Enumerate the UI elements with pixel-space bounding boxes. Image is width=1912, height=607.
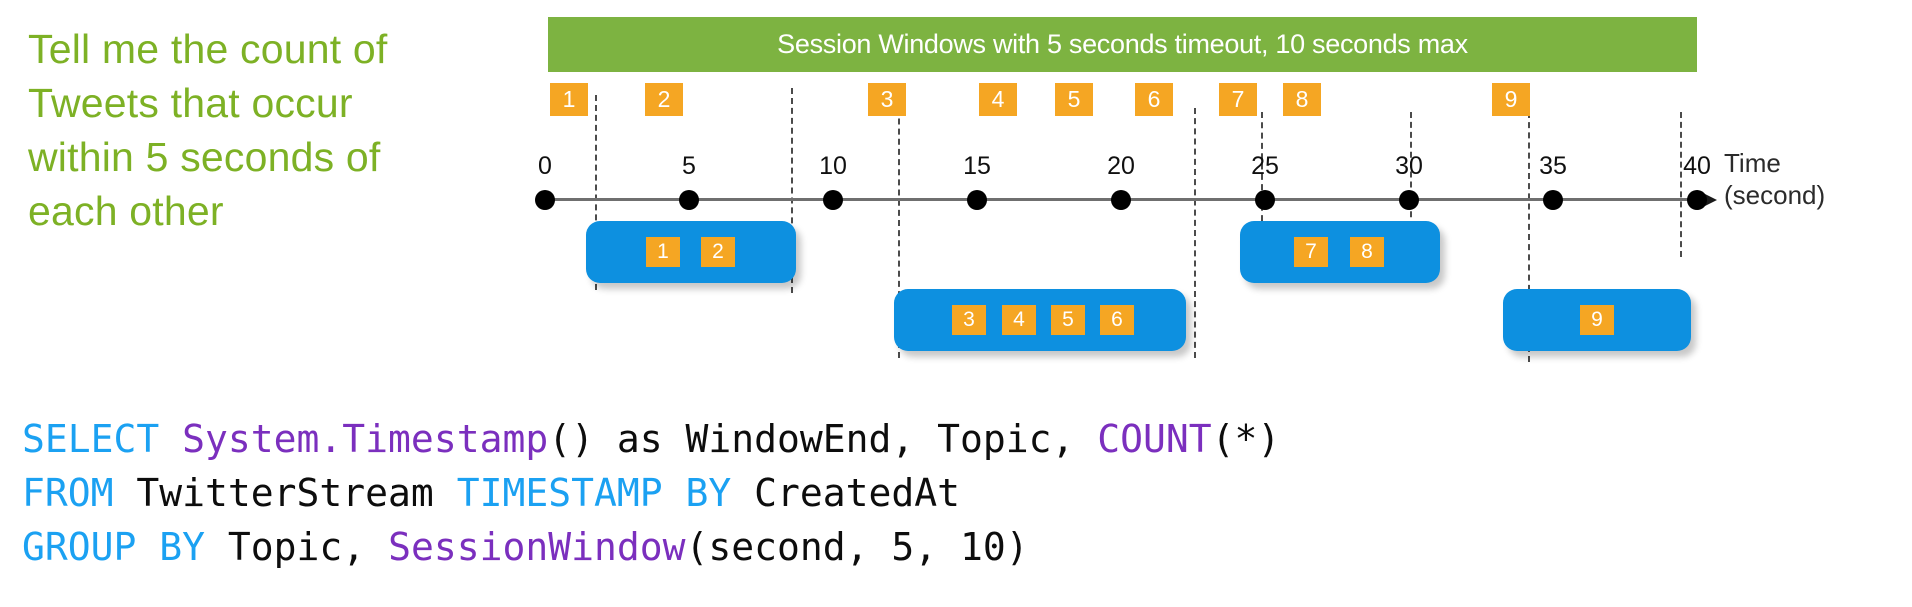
timeline-dot-25 xyxy=(1255,190,1275,210)
session-event-badge-1: 1 xyxy=(646,237,680,267)
query-line-3: GROUP BY Topic, SessionWindow(second, 5,… xyxy=(22,520,1280,574)
query-token: SessionWindow xyxy=(388,525,686,569)
query-token: Topic, xyxy=(227,525,389,569)
query-token: GROUP BY xyxy=(22,525,228,569)
tick-label-20: 20 xyxy=(1107,152,1135,180)
session-event-badge-8: 8 xyxy=(1350,237,1384,267)
session-event-badge-2: 2 xyxy=(701,237,735,267)
tick-label-10: 10 xyxy=(819,152,847,180)
window-boundary-line xyxy=(791,88,793,293)
tick-label-30: 30 xyxy=(1395,152,1423,180)
tick-label-5: 5 xyxy=(682,152,696,180)
timeline-dot-15 xyxy=(967,190,987,210)
session-event-badge-9: 9 xyxy=(1580,305,1614,335)
query-token: FROM xyxy=(22,471,137,515)
query-line-2: FROM TwitterStream TIMESTAMP BY CreatedA… xyxy=(22,466,1280,520)
tick-label-40: 40 xyxy=(1683,152,1711,180)
query-line-1: SELECT System.Timestamp() as WindowEnd, … xyxy=(22,412,1280,466)
event-badge-4: 4 xyxy=(979,83,1017,116)
query-token: (second, 5, 10) xyxy=(685,525,1029,569)
event-badge-6: 6 xyxy=(1135,83,1173,116)
query-token: COUNT xyxy=(1097,417,1212,461)
diagram-banner: Session Windows with 5 seconds timeout, … xyxy=(548,17,1697,72)
window-boundary-line xyxy=(1194,108,1196,358)
tick-label-0: 0 xyxy=(538,152,552,180)
event-badge-1: 1 xyxy=(550,83,588,116)
query-token: System.Timestamp xyxy=(182,417,549,461)
timeline-dot-10 xyxy=(823,190,843,210)
query-token: TwitterStream xyxy=(136,471,457,515)
tick-label-15: 15 xyxy=(963,152,991,180)
event-badge-9: 9 xyxy=(1492,83,1530,116)
event-badge-3: 3 xyxy=(868,83,906,116)
session-event-badge-5: 5 xyxy=(1051,305,1085,335)
window-boundary-line xyxy=(1261,112,1263,252)
query-token: SELECT xyxy=(22,417,183,461)
timeline-dot-35 xyxy=(1543,190,1563,210)
event-badge-7: 7 xyxy=(1219,83,1257,116)
query-token: TIMESTAMP BY xyxy=(456,471,755,515)
time-axis-label-line2: (second) xyxy=(1724,179,1826,210)
timeline-dot-30 xyxy=(1399,190,1419,210)
window-boundary-line xyxy=(1528,112,1530,362)
event-badge-5: 5 xyxy=(1055,83,1093,116)
query-token: CreatedAt xyxy=(754,471,961,515)
query-token: (*) xyxy=(1211,417,1281,461)
tick-label-35: 35 xyxy=(1539,152,1567,180)
timeline-dot-5 xyxy=(679,190,699,210)
window-boundary-line xyxy=(898,88,900,358)
session-event-badge-6: 6 xyxy=(1100,305,1134,335)
timeline-dot-0 xyxy=(535,190,555,210)
timeline-dot-40 xyxy=(1687,190,1707,210)
time-axis-label: Time (second) xyxy=(1724,148,1904,211)
tick-label-25: 25 xyxy=(1251,152,1279,180)
event-badge-2: 2 xyxy=(645,83,683,116)
window-boundary-line xyxy=(595,95,597,290)
session-window-box: 9 xyxy=(1503,289,1691,351)
session-event-badge-7: 7 xyxy=(1294,237,1328,267)
query-token: () as WindowEnd, Topic, xyxy=(548,417,1098,461)
window-boundary-line xyxy=(1680,112,1682,257)
sql-query: SELECT System.Timestamp() as WindowEnd, … xyxy=(22,412,1280,574)
session-event-badge-3: 3 xyxy=(952,305,986,335)
window-boundary-line xyxy=(1410,112,1412,247)
prompt-text: Tell me the count of Tweets that occur w… xyxy=(28,26,388,235)
time-axis-label-line1: Time xyxy=(1724,148,1781,178)
event-badge-8: 8 xyxy=(1283,83,1321,116)
session-event-badge-4: 4 xyxy=(1002,305,1036,335)
banner-label: Session Windows with 5 seconds timeout, … xyxy=(777,29,1468,59)
session-window-diagram: Session Windows with 5 seconds timeout, … xyxy=(535,17,1904,362)
timeline-dot-20 xyxy=(1111,190,1131,210)
